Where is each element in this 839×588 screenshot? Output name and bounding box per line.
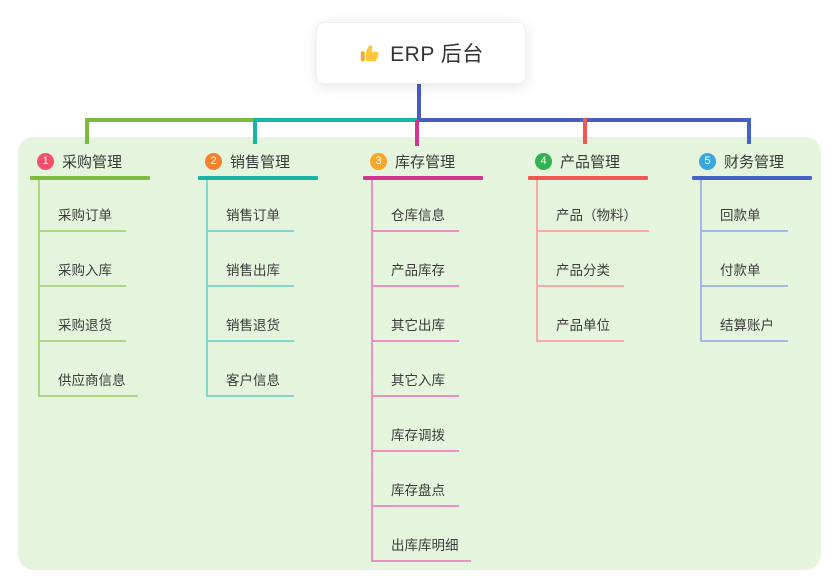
children-connector [371, 180, 373, 562]
child-node[interactable]: 销售订单 [206, 200, 294, 232]
child-node[interactable]: 出库库明细 [371, 530, 471, 562]
branch-number-badge: 4 [535, 152, 552, 170]
child-node[interactable]: 采购入库 [38, 255, 126, 287]
bus-segment-teal [253, 118, 417, 122]
child-node[interactable]: 库存调拨 [371, 420, 459, 452]
root-title: ERP 后台 [390, 43, 484, 66]
branch-label: 产品管理 [560, 153, 621, 171]
branch-label: 采购管理 [62, 153, 123, 171]
child-label: 库存盘点 [391, 483, 445, 498]
child-node[interactable]: 其它出库 [371, 310, 459, 342]
child-node[interactable]: 其它入库 [371, 365, 459, 397]
branch-node[interactable]: 3 库存管理 [370, 150, 455, 172]
child-node[interactable]: 销售出库 [206, 255, 294, 287]
branch-number-badge: 5 [699, 152, 716, 170]
children-connector [38, 180, 40, 397]
branch-number-badge: 3 [370, 152, 387, 170]
branches-panel [18, 137, 821, 570]
branch-drop-connector [253, 118, 257, 144]
branch-drop-connector [583, 118, 587, 144]
child-label: 采购入库 [58, 263, 112, 278]
child-label: 付款单 [720, 263, 761, 278]
branch-drop-connector [747, 118, 751, 144]
child-node[interactable]: 付款单 [700, 255, 788, 287]
child-label: 结算账户 [720, 318, 774, 333]
child-node[interactable]: 回款单 [700, 200, 788, 232]
children-connector [206, 180, 208, 397]
branch-label: 销售管理 [230, 153, 291, 171]
branch-label: 库存管理 [395, 153, 456, 171]
child-node[interactable]: 产品库存 [371, 255, 459, 287]
branch-node[interactable]: 2 销售管理 [205, 150, 290, 172]
child-node[interactable]: 供应商信息 [38, 365, 138, 397]
children-connector [536, 180, 538, 342]
branch-node[interactable]: 1 采购管理 [37, 150, 122, 172]
branch-underline [198, 176, 318, 180]
child-label: 产品分类 [556, 263, 610, 278]
child-node[interactable]: 仓库信息 [371, 200, 459, 232]
branch-number-badge: 1 [37, 152, 54, 170]
branch-underline [692, 176, 812, 180]
child-node[interactable]: 采购订单 [38, 200, 126, 232]
child-node[interactable]: 采购退货 [38, 310, 126, 342]
child-node[interactable]: 销售退货 [206, 310, 294, 342]
thumbs-up-icon [358, 42, 381, 65]
child-label: 供应商信息 [58, 373, 126, 388]
child-node[interactable]: 产品单位 [536, 310, 624, 342]
child-node[interactable]: 产品（物料） [536, 200, 649, 232]
child-node[interactable]: 结算账户 [700, 310, 788, 342]
child-node[interactable]: 库存盘点 [371, 475, 459, 507]
branch-underline [30, 176, 150, 180]
child-label: 仓库信息 [391, 208, 445, 223]
root-connector [417, 82, 421, 120]
branch-drop-connector [415, 120, 419, 146]
child-label: 销售订单 [226, 208, 280, 223]
branch-underline [363, 176, 483, 180]
child-node[interactable]: 产品分类 [536, 255, 624, 287]
child-label: 采购订单 [58, 208, 112, 223]
child-label: 产品单位 [556, 318, 610, 333]
children-connector [700, 180, 702, 342]
child-node[interactable]: 客户信息 [206, 365, 294, 397]
child-label: 其它入库 [391, 373, 445, 388]
branch-label: 财务管理 [724, 153, 785, 171]
branch-drop-connector [85, 118, 89, 144]
branch-number-badge: 2 [205, 152, 222, 170]
child-label: 出库库明细 [391, 538, 459, 553]
child-label: 产品库存 [391, 263, 445, 278]
child-label: 客户信息 [226, 373, 280, 388]
bus-segment-green [85, 118, 253, 122]
child-label: 销售出库 [226, 263, 280, 278]
child-label: 采购退货 [58, 318, 112, 333]
branch-underline [528, 176, 648, 180]
branch-node[interactable]: 5 财务管理 [699, 150, 784, 172]
child-label: 销售退货 [226, 318, 280, 333]
branch-node[interactable]: 4 产品管理 [535, 150, 620, 172]
child-label: 回款单 [720, 208, 761, 223]
child-label: 其它出库 [391, 318, 445, 333]
child-label: 库存调拨 [391, 428, 445, 443]
root-node[interactable]: ERP 后台 [316, 22, 526, 84]
child-label: 产品（物料） [556, 208, 637, 223]
